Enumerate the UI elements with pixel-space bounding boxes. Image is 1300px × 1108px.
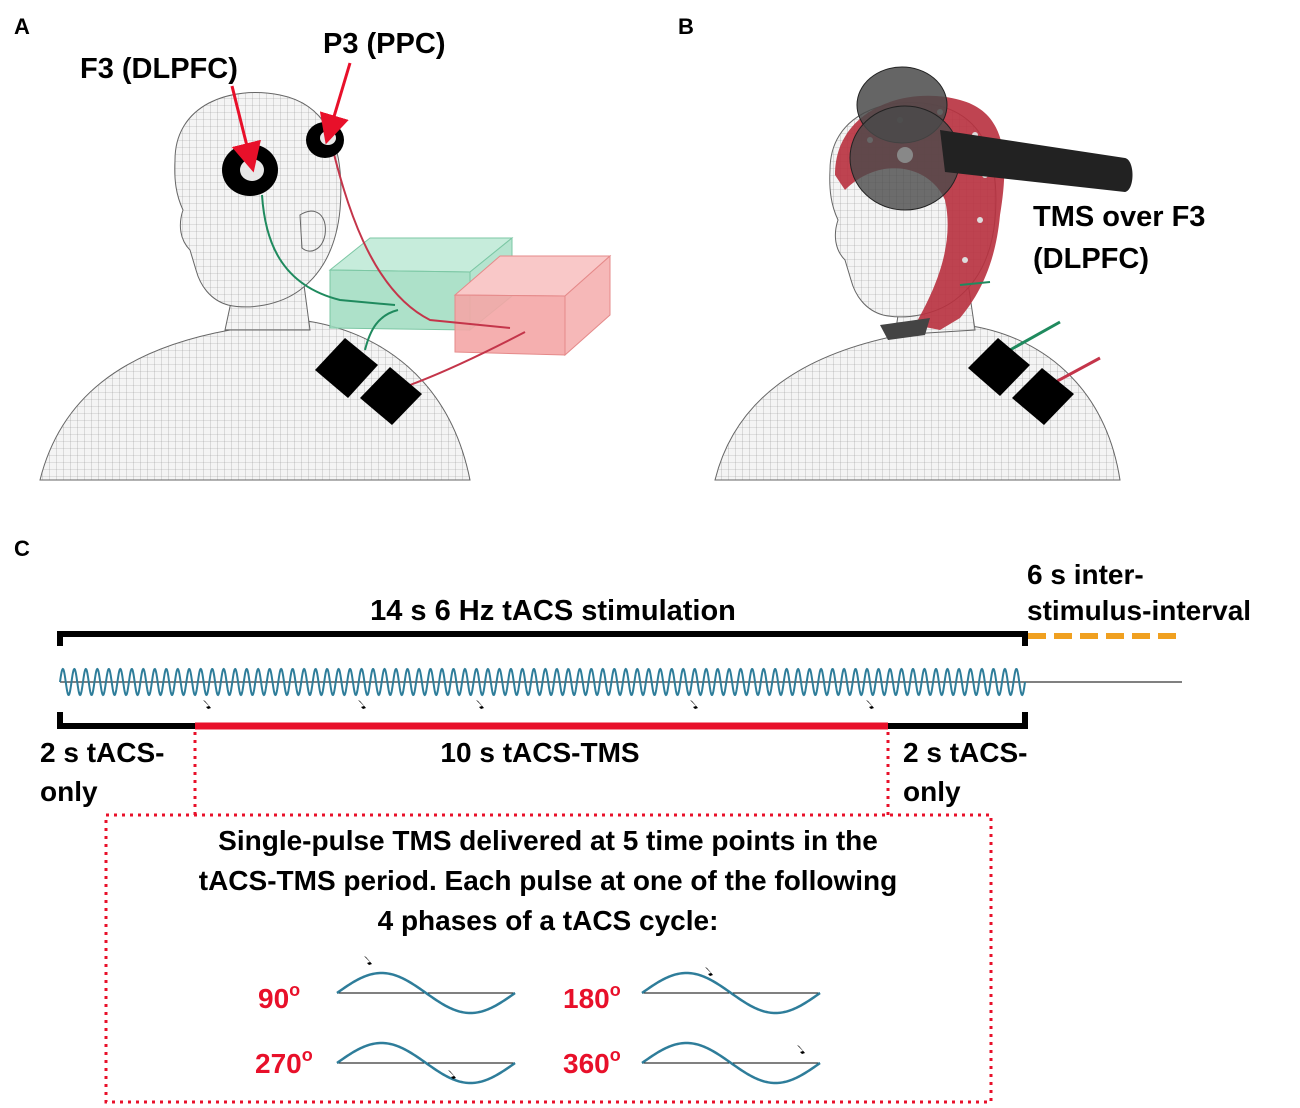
- detail-box-line2: tACS-TMS period. Each pulse at one of th…: [199, 865, 897, 896]
- tms-pulse-icon-2: [358, 700, 368, 714]
- phase-90-pulse-icon: [364, 956, 374, 970]
- tacs-sine-wave: [59, 667, 1026, 697]
- phase-90-label: 90o: [258, 980, 300, 1014]
- red-wire-shoulder: [409, 331, 526, 386]
- electrode-f3: [222, 144, 278, 196]
- electrode-p3-arrow: [319, 62, 352, 145]
- detail-box-line3: 4 phases of a tACS cycle:: [378, 905, 719, 936]
- shoulder-pads-b: [968, 338, 1074, 425]
- panel-c: C 6 s inter- stimulus-interval 14 s 6 Hz…: [14, 536, 1251, 1104]
- right-only-label-line2: only: [903, 776, 961, 807]
- panel-b-letter: B: [678, 14, 694, 39]
- electrode-p3-label: P3 (PPC): [323, 28, 445, 60]
- green-wire-b: [1009, 320, 1061, 352]
- tms-pulse-icon-4: [690, 700, 700, 714]
- right-only-bracket: [888, 712, 1028, 729]
- phase-360-pulse-icon: [797, 1045, 807, 1059]
- tms-pulse-icon-1: [203, 700, 213, 714]
- isi-label-line1: 6 s inter-: [1027, 559, 1144, 590]
- panel-c-letter: C: [14, 536, 30, 561]
- phase-90: 90o: [258, 956, 516, 1015]
- detail-box: [104, 813, 993, 1104]
- panel-b: B: [678, 14, 1205, 481]
- detail-box-line1: Single-pulse TMS delivered at 5 time poi…: [218, 825, 878, 856]
- stimulation-bracket: [57, 631, 1028, 646]
- phase-270-label: 270o: [255, 1045, 313, 1079]
- tms-pulse-markers: [203, 700, 876, 714]
- green-wire: [261, 194, 396, 306]
- tms-label-line1: TMS over F3: [1033, 201, 1205, 233]
- left-only-label-line2: only: [40, 776, 98, 807]
- left-only-label-line1: 2 s tACS-: [40, 737, 164, 768]
- panel-a: A: [14, 14, 612, 481]
- electrode-f3-label: F3 (DLPFC): [80, 53, 238, 85]
- stimulator-box-red: [453, 254, 612, 357]
- tms-coil: [849, 66, 1133, 211]
- green-wire-b-top: [959, 281, 991, 286]
- tms-pulse-icon-5: [866, 700, 876, 714]
- middle-label: 10 s tACS-TMS: [440, 737, 639, 768]
- right-only-label-line1: 2 s tACS-: [903, 737, 1027, 768]
- electrode-p3: [306, 122, 344, 158]
- electrode-f3-arrow: [230, 85, 261, 173]
- shoulder-pads-a: [315, 338, 422, 425]
- red-wire-b: [1049, 356, 1101, 387]
- isi-label-line2: stimulus-interval: [1027, 595, 1251, 626]
- phase-270: 270o: [255, 1041, 516, 1085]
- left-only-bracket: [57, 712, 195, 729]
- tms-label-line2: (DLPFC): [1033, 243, 1149, 275]
- red-wire: [329, 137, 511, 329]
- phase-180: 180o: [563, 967, 821, 1015]
- tms-pulse-icon-3: [476, 700, 486, 714]
- phase-360: 360o: [563, 1041, 821, 1085]
- green-wire-shoulder: [364, 309, 399, 351]
- panel-a-letter: A: [14, 14, 30, 39]
- phase-180-label: 180o: [563, 980, 621, 1014]
- stimulation-label: 14 s 6 Hz tACS stimulation: [370, 595, 736, 627]
- phase-360-label: 360o: [563, 1045, 621, 1079]
